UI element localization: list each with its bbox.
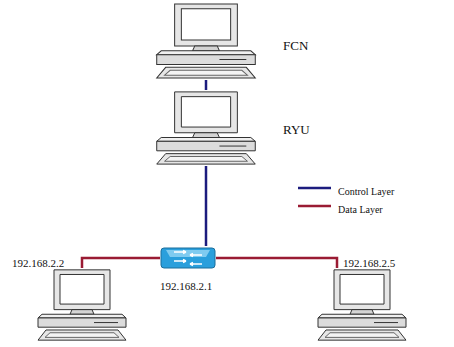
legend-text: Control Layer [338,186,394,197]
computer-part [165,157,248,162]
legend-row: Data Layer [298,199,354,217]
computer-part [38,314,126,318]
legend-line [298,187,331,190]
computer-part [60,274,104,304]
network-link [205,166,208,246]
computer-part [157,55,256,65]
computer-part [70,310,94,315]
switch-arrow [190,263,202,266]
node-label: 192.168.2.5 [343,257,395,269]
computer-part [175,4,238,46]
node-label: 192.168.2.1 [160,280,212,292]
network-switch: 192.168.2.1 [160,246,216,270]
computer-part [165,70,248,75]
computer-part [219,146,246,147]
computer-part [193,133,220,138]
switch-top [166,250,210,257]
computer-part [340,274,384,304]
legend-line-sample [298,200,332,212]
legend-line [298,205,331,208]
computer-part [350,310,374,315]
legend-text: Data Layer [338,204,383,215]
computer-part [318,318,406,327]
computer-part [219,59,246,60]
computer-part [157,141,256,151]
network-link [216,258,337,268]
computer-part [181,9,230,40]
switch-icon [160,246,216,270]
computer-part [45,333,119,338]
computer-part [54,270,110,310]
host-computer: 192.168.2.5 [312,268,412,342]
switch-arrow [174,260,186,263]
computer-part [318,314,406,318]
computer-part [157,51,256,55]
network-link [205,80,208,90]
computer-part [157,138,256,142]
computer-part [181,97,230,127]
controller-computer: FCN [150,2,262,80]
computer-icon [312,268,412,342]
computer-part [94,322,118,323]
computer-part [157,67,256,78]
switch-arrow [190,254,202,257]
legend-row: Control Layer [298,181,354,199]
computer-part [334,270,390,310]
node-label: 192.168.2.2 [12,257,64,269]
computer-part [374,322,398,323]
computer-part [325,333,399,338]
node-label: RYU [283,123,310,137]
computer-part [38,318,126,327]
switch-body [161,248,215,268]
legend-line-sample [298,182,332,194]
computer-part [38,330,126,340]
computer-icon [32,268,132,342]
network-link [82,258,160,268]
computer-part [193,46,220,51]
controller-computer: RYU [150,90,262,166]
computer-part [157,154,256,164]
computer-part [318,330,406,340]
computer-icon [150,90,262,166]
switch-arrow [174,251,186,254]
host-computer: 192.168.2.2 [32,268,132,342]
node-label: FCN [283,39,308,53]
legend: Control LayerData Layer [298,181,354,217]
computer-icon [150,2,262,80]
computer-part [175,92,238,133]
